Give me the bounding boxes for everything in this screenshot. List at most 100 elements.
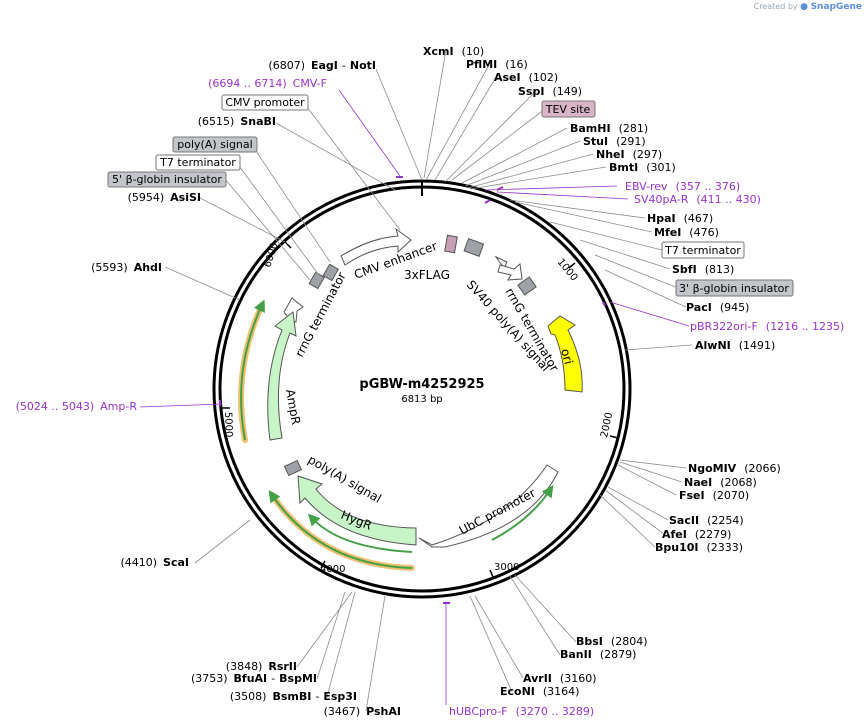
rrng-left-box-2[interactable] <box>322 263 340 282</box>
orf-arrow-ampr <box>240 299 265 441</box>
ubc-promoter-arrow[interactable] <box>418 464 559 548</box>
primer-pbr322ori-f[interactable]: pBR322ori-F(1216 .. 1235) <box>690 320 844 333</box>
cmv-promoter-label[interactable]: CMV promoter <box>225 96 305 109</box>
site-sbfi[interactable]: SbfI(813) <box>672 263 734 276</box>
orf-arrow-ubc <box>491 485 554 541</box>
name: SV40pA-R <box>634 193 689 206</box>
brand-name: SnapGene <box>810 2 862 12</box>
name: PflMI <box>466 58 497 71</box>
pos: (1491) <box>739 339 776 352</box>
primer-hubcpro-f[interactable]: hUBCpro-F(3270 .. 3289) <box>449 705 594 718</box>
site-bamhi[interactable]: BamHI(281) <box>570 122 648 135</box>
site-asisi[interactable]: (5954)AsiSI <box>128 191 201 204</box>
site-eagi-notil[interactable]: (6807)EagI-NotI <box>268 59 376 72</box>
name: PshAI <box>366 705 401 718</box>
ampr-arrow[interactable] <box>267 311 297 441</box>
site-asei[interactable]: AseI(102) <box>494 71 558 84</box>
site-snabi[interactable]: (6515)SnaBI <box>198 115 276 128</box>
right-labels: XcmI(10) PflMI(16) AseI(102) SspI(149) T… <box>423 45 844 718</box>
tick-5000: 5000 <box>222 412 234 438</box>
site-bsmbi-esp3i[interactable]: (3508)BsmBI-Esp3I <box>230 690 357 703</box>
site-banii[interactable]: BanII(2879) <box>560 648 636 661</box>
polya-left-label[interactable]: poly(A) signal <box>177 138 252 151</box>
orf-arrow-hygr <box>268 490 413 569</box>
name: AfeI <box>662 528 687 541</box>
sv40-arrow[interactable] <box>497 263 523 281</box>
site-bfuai-bspmi[interactable]: (3753)BfuAI-BspMI <box>191 672 317 685</box>
t7-right-label[interactable]: T7 terminator <box>664 244 741 257</box>
pos: (3160) <box>560 672 597 685</box>
site-alwni[interactable]: AlwNI(1491) <box>695 339 775 352</box>
pos: (3508) <box>230 690 267 703</box>
name: NgoMIV <box>688 462 737 475</box>
site-ahdi[interactable]: (5593)AhdI <box>91 261 162 274</box>
pos: (291) <box>616 135 646 148</box>
pos: (476) <box>689 226 719 239</box>
name: EBV-rev <box>625 180 668 193</box>
site-bmti[interactable]: BmtI (301) <box>609 161 676 174</box>
tev-site-label[interactable]: TEV site <box>545 103 591 116</box>
site-sacii[interactable]: SacII(2254) <box>669 514 744 527</box>
site-sspi[interactable]: SspI(149) <box>518 85 582 98</box>
site-bbsi[interactable]: BbsI(2804) <box>576 635 647 648</box>
name: StuI <box>583 135 608 148</box>
pos: (281) <box>619 122 649 135</box>
site-rsrii[interactable]: (3848)RsrII <box>226 660 297 673</box>
ampr-label: AmpR <box>283 388 303 426</box>
site-fsei[interactable]: FseI(2070) <box>679 489 749 502</box>
pos: (5024 .. 5043) <box>16 400 95 413</box>
primer-cmv-f[interactable]: (6694 .. 6714)CMV-F <box>208 77 327 90</box>
pos: (2279) <box>695 528 732 541</box>
pos: (6694 .. 6714) <box>208 77 287 90</box>
grey-feature-box[interactable] <box>463 237 485 257</box>
tick-2000: 2000 <box>599 411 615 438</box>
insulator-5-label[interactable]: 5' β-globin insulator <box>112 173 222 186</box>
site-xcmi[interactable]: XcmI(10) <box>423 45 484 58</box>
sep: - <box>342 59 346 72</box>
plasmid-name: pGBW-m4252925 <box>359 377 484 392</box>
site-bpu10i[interactable]: Bpu10I(2333) <box>655 541 743 554</box>
site-mfei[interactable]: MfeI(476) <box>654 226 719 239</box>
name: AsiSI <box>170 191 201 204</box>
snapgene-brand: Created by ● SnapGene <box>754 2 862 12</box>
site-stui[interactable]: StuI (291) <box>583 135 646 148</box>
3xflag-box[interactable] <box>444 234 458 254</box>
site-econi[interactable]: EcoNI(3164) <box>500 685 579 698</box>
site-pshai[interactable]: (3467)PshAI <box>324 705 401 718</box>
tick-3000: 3000 <box>494 562 519 573</box>
sv40-small-arrow[interactable] <box>494 255 508 269</box>
site-scai[interactable]: (4410)ScaI <box>120 556 189 569</box>
hygr-arrow[interactable] <box>297 475 417 546</box>
site-naei[interactable]: NaeI(2068) <box>684 476 757 489</box>
site-afei[interactable]: AfeI (2279) <box>662 528 731 541</box>
rrng-right-box[interactable] <box>517 276 537 296</box>
name: HpaI <box>647 212 676 225</box>
name2: BspMI <box>279 672 317 685</box>
ori-arrow[interactable] <box>547 315 583 393</box>
site-nhei[interactable]: NheI(297) <box>596 148 662 161</box>
site-pflmi[interactable]: PflMI(16) <box>466 58 528 71</box>
name: RsrII <box>268 660 297 673</box>
pos: (2333) <box>707 541 744 554</box>
site-ngomiv[interactable]: NgoMIV(2066) <box>688 462 781 475</box>
insulator-3-label[interactable]: 3' β-globin insulator <box>679 282 789 295</box>
polya-box[interactable] <box>283 459 303 477</box>
name: BmtI <box>609 161 638 174</box>
site-paci[interactable]: PacI(945) <box>686 301 749 314</box>
primer-ebv-rev[interactable]: EBV-rev(357 .. 376) <box>625 180 740 193</box>
primer-amp-r[interactable]: (5024 .. 5043)Amp-R <box>16 400 138 413</box>
pos: (2068) <box>720 476 757 489</box>
tev-site-box <box>541 100 596 118</box>
rrng-left-box-1[interactable] <box>308 271 326 290</box>
primer-sv40pa-r[interactable]: SV40pA-R(411 .. 430) <box>634 193 761 206</box>
cmv-enhancer-arrow[interactable] <box>340 227 412 266</box>
t7-left-label[interactable]: T7 terminator <box>159 156 236 169</box>
ori-label: ori <box>558 347 576 366</box>
site-hpai[interactable]: HpaI(467) <box>647 212 713 225</box>
name: SbfI <box>672 263 697 276</box>
brand-created-by: Created by <box>753 2 798 11</box>
site-avrii[interactable]: AvrII(3160) <box>523 672 596 685</box>
pos: (102) <box>529 71 559 84</box>
pos: (301) <box>646 161 676 174</box>
